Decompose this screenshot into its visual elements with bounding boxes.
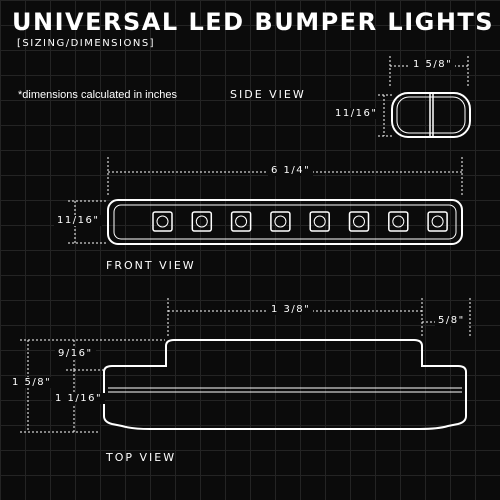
led-1: [152, 211, 173, 232]
led-4: [270, 211, 291, 232]
led-5: [309, 211, 330, 232]
top-offset-dimension: 5/8": [435, 315, 468, 326]
top-base-length-dimension: 1 3/8": [268, 304, 314, 315]
side-view-housing-inner: [396, 96, 466, 134]
led-7: [388, 211, 409, 232]
top-view-housing: [103, 339, 467, 430]
page-subtitle: [SIZING/DIMENSIONS]: [17, 38, 156, 49]
front-height-dimension: 11/16": [54, 215, 103, 226]
front-view-lens: [113, 204, 457, 240]
led-8-lens: [431, 215, 444, 228]
led-7-lens: [392, 215, 405, 228]
side-height-dimension: 11/16": [332, 108, 381, 119]
top-raised-dimension: 9/16": [55, 348, 96, 359]
led-2-lens: [195, 215, 208, 228]
side-view-drawing: [378, 56, 471, 138]
led-1-lens: [156, 215, 169, 228]
led-2: [191, 211, 213, 232]
side-view-housing: [391, 92, 471, 138]
led-3-lens: [235, 215, 248, 228]
top-base-depth-dimension: 1 1/16": [52, 393, 106, 404]
front-view-label: FRONT VIEW: [106, 259, 196, 272]
led-5-lens: [313, 215, 326, 228]
top-view-label: TOP VIEW: [106, 451, 177, 464]
led-6-lens: [353, 215, 365, 228]
led-4-lens: [274, 215, 287, 228]
top-view-drawing: [20, 298, 471, 433]
top-total-depth-dimension: 1 5/8": [9, 377, 55, 388]
side-view-label: SIDE VIEW: [230, 88, 306, 101]
page-title: UNIVERSAL LED BUMPER LIGHTS: [12, 8, 495, 36]
front-view-drawing: [68, 157, 463, 245]
led-3: [230, 211, 252, 232]
front-length-dimension: 6 1/4": [268, 165, 314, 176]
side-width-dimension: 1 5/8": [410, 59, 456, 70]
units-note: *dimensions calculated in inches: [18, 89, 177, 101]
led-6: [348, 211, 370, 232]
led-array: [152, 211, 448, 232]
front-view-housing: [107, 199, 463, 245]
led-8: [427, 211, 448, 232]
